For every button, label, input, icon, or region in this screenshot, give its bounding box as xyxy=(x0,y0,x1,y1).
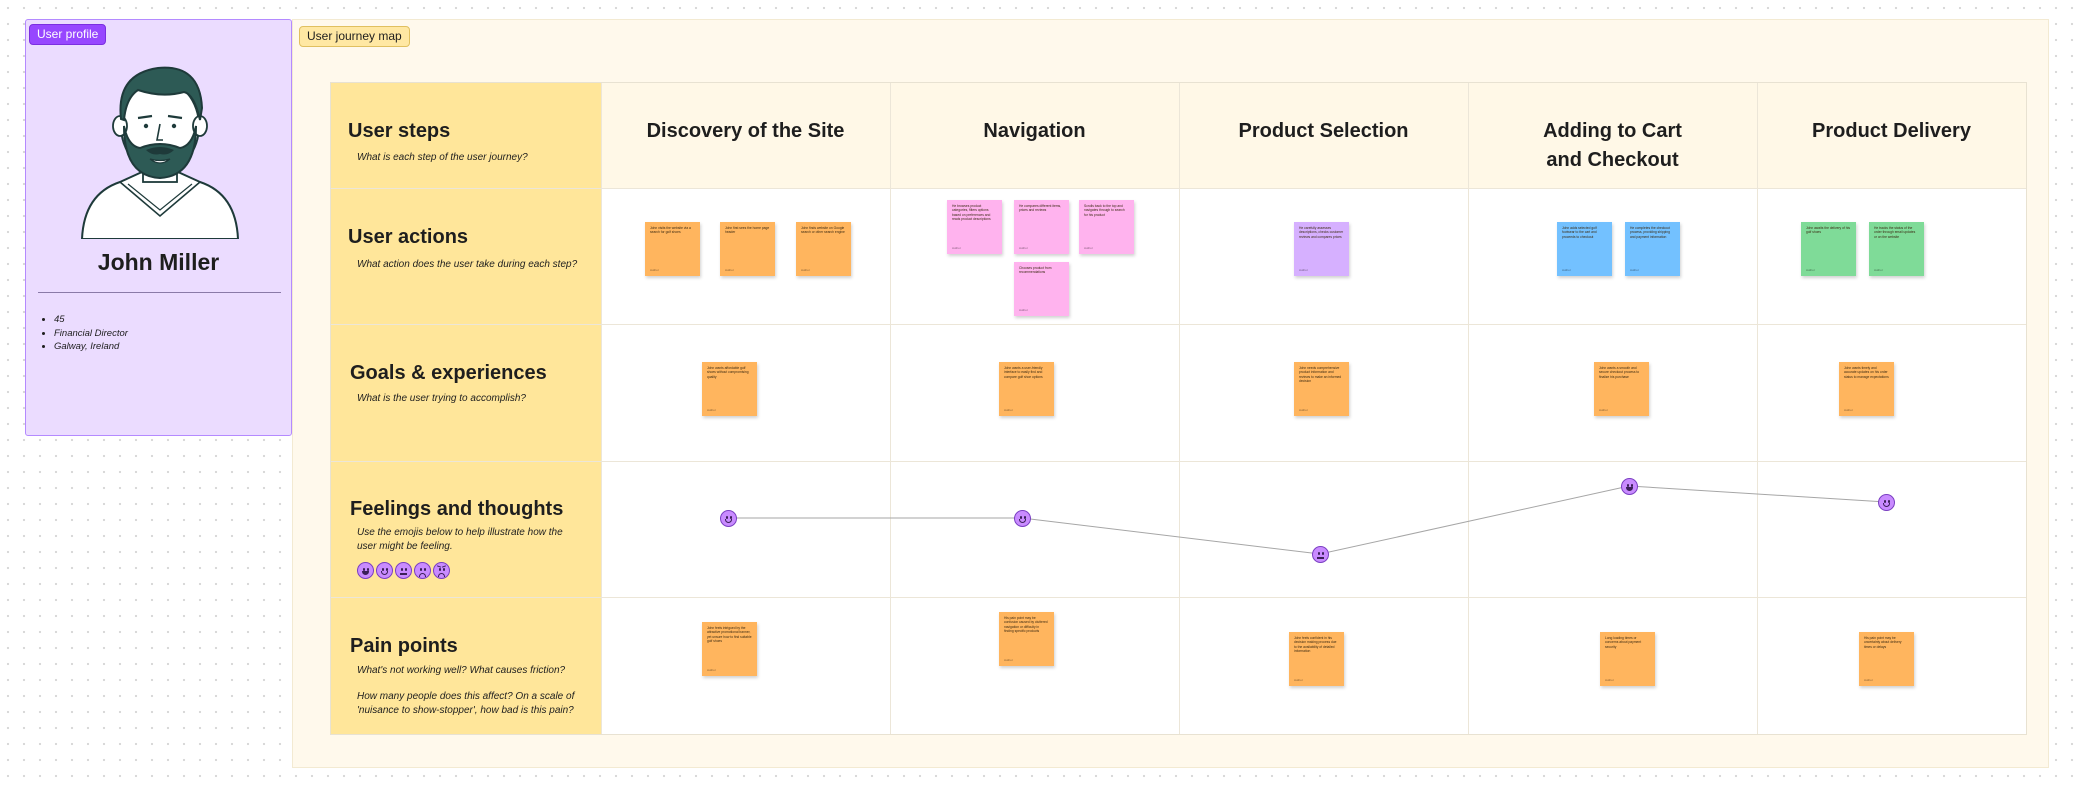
sticky-note-action[interactable]: John visits the website via a search for… xyxy=(645,222,700,276)
row-title-user-steps: User steps xyxy=(348,120,451,142)
bearded-man-avatar-icon xyxy=(80,66,240,239)
row-divider xyxy=(331,461,2026,462)
row-subtitle-goals: What is the user trying to accomplish? xyxy=(357,393,526,404)
row-divider xyxy=(331,188,2026,189)
sticky-note-goal[interactable]: John needs comprehensive product informa… xyxy=(1294,362,1349,416)
sticky-note-goal[interactable]: John wants affordable golf shoes without… xyxy=(702,362,757,416)
sticky-note-pain-point[interactable]: John feels intrigued by the attractive p… xyxy=(702,622,757,676)
sticky-note-action[interactable]: Scrolls back to the top and navigates th… xyxy=(1079,200,1134,254)
sticky-note-action[interactable]: John awaits the delivery of his golf sho… xyxy=(1801,222,1856,276)
sticky-note-action[interactable]: He completes the checkout process, provi… xyxy=(1625,222,1680,276)
row-divider xyxy=(331,324,2026,325)
sticky-note-goal[interactable]: John wants a user-friendly interface to … xyxy=(999,362,1054,416)
profile-detail-location: Galway, Ireland xyxy=(54,340,278,354)
row-subtitle-pain-points-2: How many people does this affect? On a s… xyxy=(357,691,575,716)
sticky-note-goal[interactable]: John wants timely and accurate updates o… xyxy=(1839,362,1894,416)
stage-title-navigation: Navigation xyxy=(983,120,1086,142)
angry-icon[interactable] xyxy=(433,562,450,579)
sticky-note-pain-point[interactable]: His pain point may be uncertainty about … xyxy=(1859,632,1914,686)
row-label-column xyxy=(331,83,601,734)
journey-board xyxy=(330,82,2027,735)
column-divider xyxy=(1468,83,1469,734)
sticky-note-action[interactable]: He tracks the status of the order throug… xyxy=(1869,222,1924,276)
user-journey-tag[interactable]: User journey map xyxy=(299,26,410,47)
column-divider xyxy=(1179,83,1180,734)
column-divider xyxy=(890,83,891,734)
sticky-note-action[interactable]: He carefully assesses descriptions, chec… xyxy=(1294,222,1349,276)
stage-title-product-selection: Product Selection xyxy=(1238,120,1409,142)
sticky-note-action[interactable]: John adds selected golf footwear to the … xyxy=(1557,222,1612,276)
user-profile-tag[interactable]: User profile xyxy=(29,24,107,45)
happy-icon[interactable] xyxy=(376,562,393,579)
stage-title-discovery: Discovery of the Site xyxy=(646,120,845,142)
sticky-note-pain-point[interactable]: His pain point may be confusion caused b… xyxy=(999,612,1054,666)
row-title-pain-points: Pain points xyxy=(350,635,458,657)
sticky-note-action[interactable]: He browses product categories, filters o… xyxy=(947,200,1002,254)
sticky-note-pain-point[interactable]: Long loading times or concerns about pay… xyxy=(1600,632,1655,686)
sticky-note-goal[interactable]: John wants a smooth and secure checkout … xyxy=(1594,362,1649,416)
feeling-happy-icon[interactable] xyxy=(1878,494,1895,511)
stage-title-delivery: Product Delivery xyxy=(1812,120,1971,142)
profile-detail-age: 45 xyxy=(54,313,278,327)
row-subtitle-user-actions: What action does the user take during ea… xyxy=(357,259,578,270)
profile-divider xyxy=(38,292,281,293)
feeling-very-happy-icon[interactable] xyxy=(1621,478,1638,495)
feeling-neutral-icon[interactable] xyxy=(1312,546,1329,563)
sticky-note-pain-point[interactable]: John feels confident in his decision mak… xyxy=(1289,632,1344,686)
row-title-user-actions: User actions xyxy=(348,226,469,248)
feeling-happy-icon[interactable] xyxy=(720,510,737,527)
profile-detail-role: Financial Director xyxy=(54,327,278,341)
profile-details-list: 45 Financial Director Galway, Ireland xyxy=(38,313,278,354)
row-subtitle-feelings: Use the emojis below to help illustrate … xyxy=(357,527,563,552)
sticky-note-action[interactable]: John finds website on Google search or o… xyxy=(796,222,851,276)
row-subtitle-user-steps: What is each step of the user journey? xyxy=(357,152,528,163)
column-divider xyxy=(1757,83,1758,734)
row-title-goals: Goals & experiences xyxy=(350,362,547,384)
stage-header-band xyxy=(601,83,2026,188)
sad-icon[interactable] xyxy=(414,562,431,579)
sticky-note-action[interactable]: He compares different items, prices and … xyxy=(1014,200,1069,254)
row-title-feelings: Feelings and thoughts xyxy=(350,498,564,520)
column-divider xyxy=(601,83,602,734)
very-happy-icon[interactable] xyxy=(357,562,374,579)
row-divider xyxy=(331,597,2026,598)
row-subtitle-pain-points: What's not working well? What causes fri… xyxy=(357,665,566,676)
neutral-icon[interactable] xyxy=(395,562,412,579)
feeling-happy-icon[interactable] xyxy=(1014,510,1031,527)
user-name: John Miller xyxy=(97,249,220,275)
